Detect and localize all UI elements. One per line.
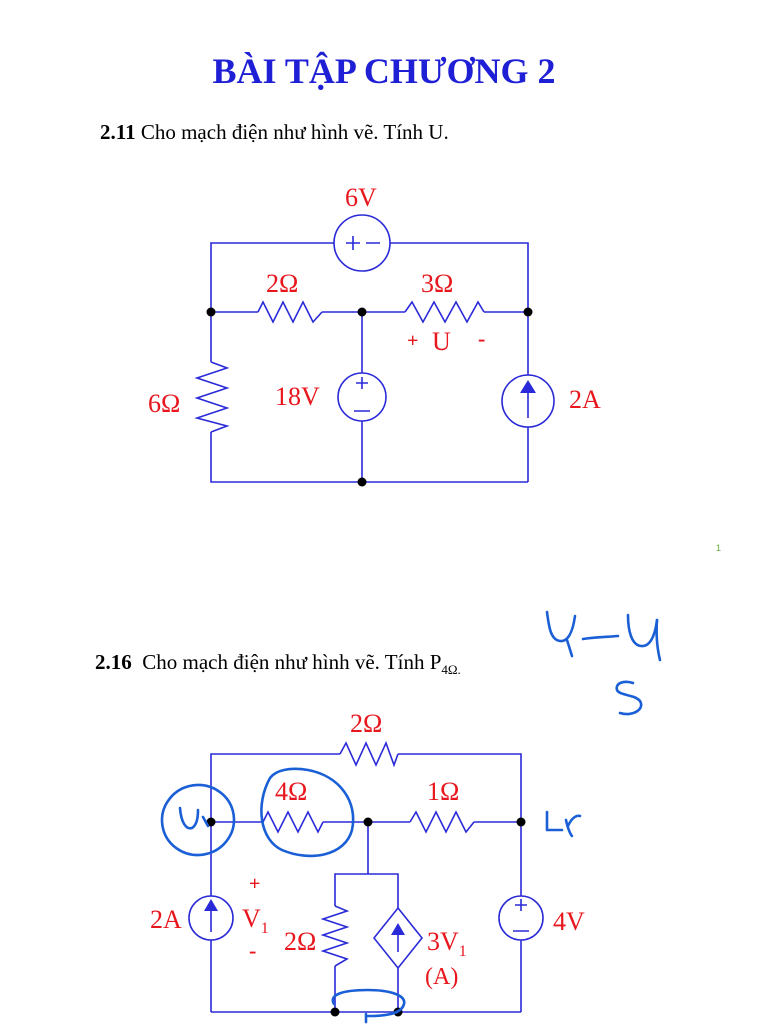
label-2ohm: 2Ω [266, 269, 298, 298]
label-1ohm: 1Ω [427, 777, 459, 806]
label-4v: 4V [553, 907, 585, 936]
problem-number: 2.11 [100, 120, 136, 144]
dependent-current-source [372, 906, 424, 970]
voltage-source-4v [498, 895, 544, 941]
problem-text: Cho mạch điện như hình vẽ. Tính P [142, 650, 442, 674]
label-3v1: 3V1 [427, 927, 467, 960]
problem-subscript: 4Ω. [441, 662, 461, 678]
resistor-4ohm [262, 810, 324, 834]
resistor-2ohm-mid [320, 905, 350, 967]
resistor-6ohm [194, 361, 230, 433]
resistor-2ohm [257, 300, 323, 324]
problem-text: Cho mạch điện như hình vẽ. Tính U. [140, 120, 449, 144]
resistor-1ohm [409, 810, 475, 834]
label-2a: 2A [150, 905, 182, 934]
handwritten-annotations [160, 610, 662, 1024]
current-source-2a [501, 374, 555, 428]
label-v1: V1 [242, 904, 269, 937]
current-source-2a [188, 895, 234, 941]
label-6v: 6V [345, 183, 377, 212]
page-number: 1 [716, 543, 722, 553]
voltage-source-6v [333, 214, 391, 272]
label-dep-unit: (A) [425, 964, 458, 990]
label-2a: 2A [569, 385, 601, 414]
circuit-2-11: 6V 2Ω 3Ω + U - 6Ω 18V 2A [148, 183, 601, 487]
label-18v: 18V [275, 382, 320, 411]
problem-2-11-statement: 2.11 Cho mạch điện như hình vẽ. Tính U. [100, 120, 449, 145]
label-v1-plus: + [249, 873, 260, 895]
resistor-2ohm-top [339, 740, 399, 768]
resistor-3ohm [404, 300, 485, 324]
label-u: U [432, 327, 451, 356]
label-6ohm: 6Ω [148, 389, 180, 418]
label-v1-minus: - [249, 938, 256, 963]
problem-number: 2.16 [95, 650, 132, 674]
page-title: BÀI TẬP CHƯƠNG 2 [212, 51, 556, 91]
problem-2-16-statement: 2.16 Cho mạch điện như hình vẽ. Tính P4Ω… [95, 650, 461, 678]
label-u-minus: - [478, 326, 485, 351]
label-4ohm: 4Ω [275, 777, 307, 806]
label-2ohm-top: 2Ω [350, 709, 382, 738]
label-3ohm: 3Ω [421, 269, 453, 298]
voltage-source-18v [337, 372, 387, 422]
label-2ohm-mid: 2Ω [284, 927, 316, 956]
label-u-plus: + [407, 330, 418, 352]
